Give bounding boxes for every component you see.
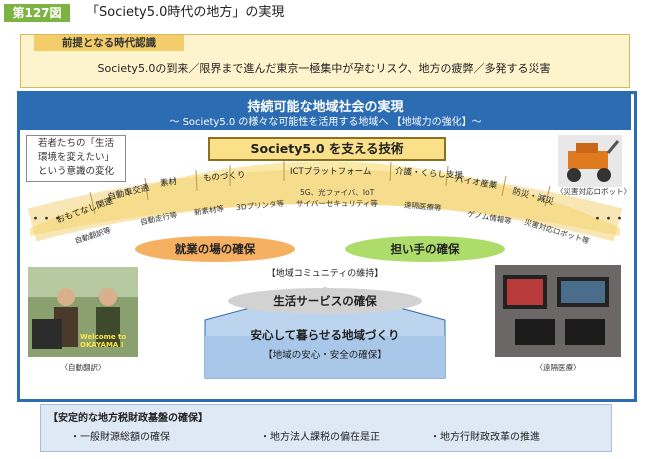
welcome-text: Welcome to OKAYAMA ! bbox=[80, 333, 127, 349]
industry-ict: ICTプラットフォーム bbox=[290, 167, 372, 177]
robot-photo bbox=[558, 135, 622, 187]
tech-title: Society5.0 を支える技術 bbox=[208, 137, 446, 161]
telemedicine-caption: 〈遠隔医療〉 bbox=[535, 363, 581, 372]
services-ellipse: 生活サービスの確保 bbox=[228, 288, 422, 314]
figure-title: 「Society5.0時代の地方」の実現 bbox=[86, 5, 285, 20]
telemedicine-scene-icon bbox=[495, 265, 621, 357]
secure-subtitle: 【地域の安心・安全の確保】 bbox=[263, 350, 387, 361]
tech-arch-fill bbox=[27, 169, 623, 242]
fiscal-title: 【安定的な地方税財政基盤の確保】 bbox=[48, 413, 208, 424]
main-header bbox=[20, 94, 631, 130]
translation-photo: Welcome to OKAYAMA ! bbox=[28, 267, 138, 357]
premise-text: Society5.0の到来／限界まで進んだ東京一極集中が孕むリスク、地方の疲弊／… bbox=[97, 62, 551, 75]
secure-base bbox=[205, 336, 445, 378]
industry-materials: 素材 bbox=[159, 176, 178, 190]
employment-ellipse: 就業の場の確保 bbox=[135, 236, 295, 262]
main-title: 持続可能な地域社会の実現 bbox=[247, 100, 404, 115]
example-5g: 5G、光ファイバ、IoT bbox=[300, 188, 375, 197]
telemedicine-photo bbox=[495, 265, 621, 357]
robot-caption: 〈災害対応ロボット〉 bbox=[556, 187, 631, 196]
fiscal-item-corporate-tax: ・地方法人課税の偏在是正 bbox=[260, 432, 380, 443]
robot-icon bbox=[567, 140, 620, 182]
arch-dividers bbox=[89, 160, 551, 215]
arch-dots-left: ・・・ bbox=[30, 212, 63, 225]
premise-label: 前提となる時代認識 bbox=[34, 35, 184, 51]
community-label: 【地域コミュニティの維持】 bbox=[266, 269, 384, 279]
fiscal-item-general: ・一般財源総額の確保 bbox=[70, 432, 170, 443]
youth-line3: という意識の変化 bbox=[37, 166, 114, 177]
translation-caption: 〈自動翻訳〉 bbox=[60, 363, 106, 372]
youth-line1: 若者たちの「生活 bbox=[37, 138, 114, 149]
workers-ellipse: 担い手の確保 bbox=[345, 236, 505, 262]
example-cyber: サイバーセキュリティ等 bbox=[296, 199, 378, 208]
fiscal-box bbox=[40, 404, 612, 452]
fiscal-item-reform: ・地方行財政改革の推進 bbox=[430, 432, 540, 443]
youth-awareness-box: 若者たちの「生活 環境を変えたい」 という意識の変化 bbox=[26, 135, 126, 182]
translation-scene-icon bbox=[28, 267, 138, 357]
main-subtitle: 〜 Society5.0 の様々な可能性を活用する地域へ 【地域力の強化】〜 bbox=[169, 117, 482, 128]
youth-line2: 環境を変えたい」 bbox=[37, 152, 114, 163]
figure-badge: 第127図 bbox=[4, 4, 70, 22]
arch-dots-right: ・・・ bbox=[592, 212, 625, 225]
secure-title: 安心して暮らせる地域づくり bbox=[250, 328, 400, 342]
